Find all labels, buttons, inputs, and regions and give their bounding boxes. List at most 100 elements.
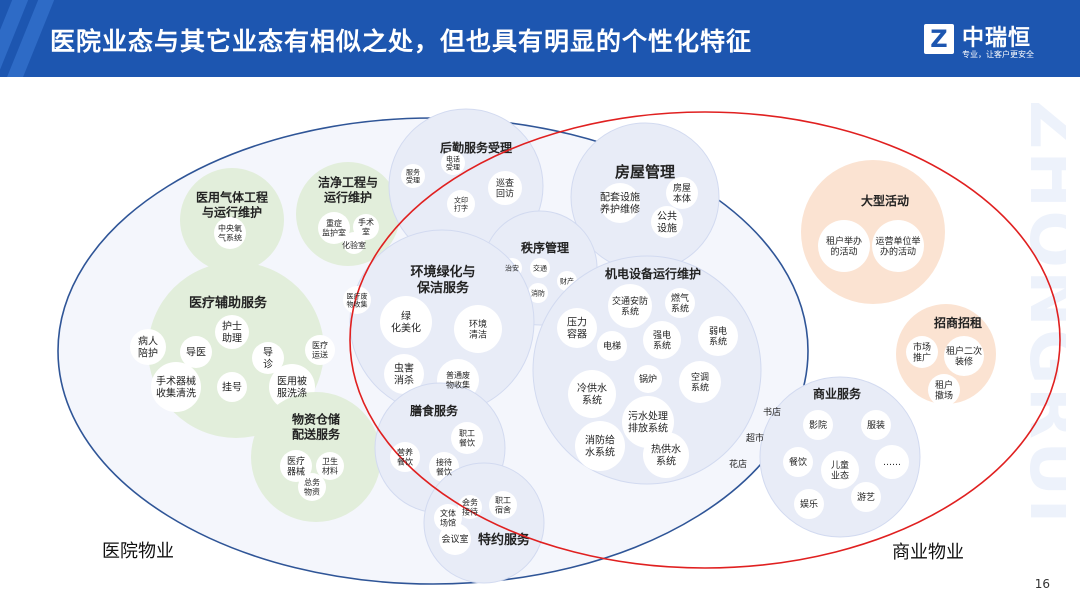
item-label: 巡查回访	[496, 177, 514, 200]
item-bubble	[390, 442, 420, 472]
item-bubble	[401, 164, 425, 188]
item-bubble	[489, 491, 517, 519]
item-label: 普通废物收集	[446, 370, 470, 390]
cluster-title: 房屋管理	[615, 163, 675, 181]
item-bubble	[451, 422, 483, 454]
item-label: 租户二次装修	[946, 345, 982, 368]
item-bubble	[679, 361, 721, 403]
item-label: 医疗废物收集	[347, 291, 368, 308]
item-label: 交通安防系统	[612, 295, 648, 318]
item-bubble	[634, 365, 662, 393]
item-label: 压力容器	[567, 316, 587, 341]
item-bubble	[180, 336, 212, 368]
logo-name: 中瑞恒	[962, 26, 1032, 51]
item-bubble	[666, 177, 698, 209]
item-label: 会议室	[441, 533, 468, 545]
item-bubble	[441, 151, 465, 175]
item-label: 护士助理	[222, 320, 242, 345]
item-label: 手术室	[358, 217, 374, 237]
item-bubble	[928, 374, 960, 406]
item-label: 弱电系统	[709, 325, 727, 348]
cluster-title: 环境绿化与保洁服务	[410, 264, 475, 296]
item-bubble	[643, 432, 689, 478]
item-label: ……	[883, 458, 901, 468]
item-bubble	[318, 212, 350, 244]
item-label: 租户举办的活动	[826, 235, 862, 258]
item-bubble	[944, 336, 984, 376]
cluster-title: 后勤服务受理	[440, 140, 512, 155]
item-label: 医用被服洗涤	[277, 375, 307, 400]
item-label: 医疗运送	[312, 340, 328, 360]
storage-cluster: 物资仓储配送服务	[251, 392, 381, 522]
item-bubble	[298, 473, 326, 501]
item-label: 儿童业态	[831, 459, 849, 482]
cluster-bubble	[251, 392, 381, 522]
item-label: 化验室	[342, 240, 366, 250]
item-label: 餐饮	[789, 456, 807, 468]
item-label: 导医	[186, 347, 206, 359]
item-label: 绿化美化	[391, 310, 421, 335]
item-label: 手术器械收集清洗	[156, 375, 196, 400]
item-bubble	[698, 316, 738, 356]
item-bubble	[875, 445, 909, 479]
item-label: 书店	[763, 406, 781, 418]
item-bubble	[380, 296, 432, 348]
commercial-property-label: 商业物业	[892, 542, 964, 563]
item-bubble	[872, 220, 924, 272]
item-label: 强电系统	[653, 329, 671, 352]
item-bubble	[821, 451, 859, 489]
item-bubble	[530, 258, 550, 278]
item-label: 消防	[531, 288, 545, 297]
item-label: 影院	[809, 419, 827, 431]
item-label: 治安	[505, 263, 519, 272]
cluster-title: 机电设备运行维护	[605, 266, 701, 281]
commerce-cluster: 商业服务	[759, 376, 921, 538]
cluster-title: 膳食服务	[410, 403, 459, 418]
item-label: 服务受理	[406, 167, 420, 184]
item-bubble	[597, 331, 627, 361]
cluster-title: 洁净工程与运行维护	[318, 175, 378, 205]
item-label: 污水处理排放系统	[628, 411, 668, 435]
item-label: 职工宿舍	[495, 496, 511, 515]
cluster-title: 招商招租	[934, 315, 982, 330]
item-bubble	[600, 183, 640, 223]
item-bubble	[794, 489, 824, 519]
item-label: 重症监护室	[322, 218, 346, 238]
item-label: 热供水系统	[651, 443, 681, 468]
item-label: 公共设施	[657, 211, 677, 235]
item-bubble	[608, 284, 652, 328]
item-label: 医疗器械	[287, 455, 305, 478]
cluster-title: 大型活动	[861, 193, 909, 208]
leasing-cluster: 招商招租	[896, 304, 996, 406]
item-bubble	[214, 217, 246, 249]
item-label: 病人陪护	[138, 335, 158, 360]
item-bubble	[130, 329, 166, 365]
cluster-title: 医用气体工程与运行维护	[196, 190, 268, 220]
logo-mark: Z	[924, 24, 954, 54]
hospital-property-label: 医院物业	[102, 541, 174, 562]
item-label: 总务物资	[304, 477, 320, 497]
item-label: 房屋本体	[673, 182, 691, 205]
item-label: 冷供水系统	[577, 382, 607, 407]
item-label: 导诊	[263, 347, 273, 371]
page-number: 16	[1034, 577, 1050, 591]
item-label: 文体场馆	[440, 508, 456, 528]
greening-cluster: 环境绿化与保洁服务	[343, 229, 535, 415]
clean-eng-cluster: 洁净工程与运行维护	[296, 162, 400, 266]
item-label: 环境清洁	[469, 318, 487, 341]
cluster-title: 特约服务	[478, 532, 531, 548]
cluster-title: 医疗辅助服务	[189, 295, 268, 311]
company-logo: Z 中瑞恒 专业，让客户更安全	[924, 20, 1060, 64]
item-bubble	[151, 362, 201, 412]
item-label: 运营单位举办的活动	[875, 235, 920, 258]
item-bubble	[280, 450, 312, 482]
item-bubble	[575, 421, 625, 471]
item-bubble	[665, 288, 695, 318]
item-bubble	[343, 232, 365, 254]
item-bubble	[458, 495, 482, 519]
item-bubble	[439, 523, 471, 555]
item-label: 文印打字	[454, 195, 468, 212]
item-label: 交通	[533, 263, 547, 272]
item-bubble	[803, 410, 833, 440]
